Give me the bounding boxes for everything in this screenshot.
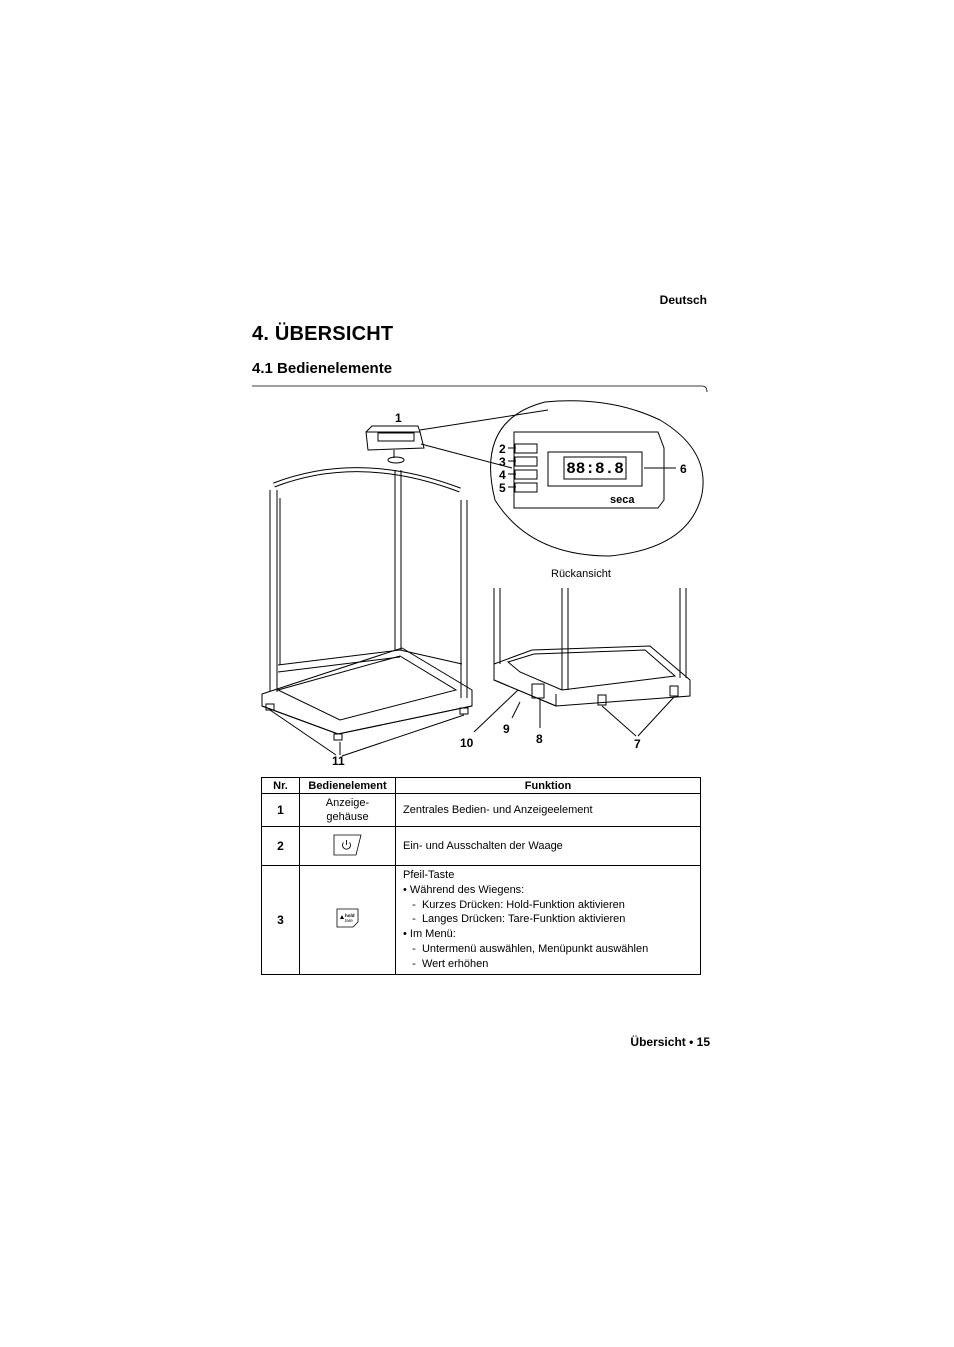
row-function: Pfeil-Taste • Während des Wiegens: - Kur… [395, 865, 701, 975]
function-line: - Langes Drücken: Tare-Funktion aktivier… [403, 913, 626, 926]
section-title: 4.1 Bedienelemente [252, 360, 393, 377]
col-header-function: Funktion [395, 777, 701, 794]
function-line: Pfeil-Taste [403, 869, 455, 881]
language-label: Deutsch [659, 293, 707, 307]
arrow-hold-tare-key-icon: hold tare [336, 908, 358, 928]
page-footer: Übersicht • 15 [630, 1035, 710, 1049]
section-rule [252, 385, 708, 393]
callout-10: 10 [460, 736, 474, 750]
zoom-bubble [490, 400, 704, 557]
callout-1: 1 [395, 411, 402, 425]
row-function: Zentrales Bedien- und Anzeigeelement [395, 793, 701, 827]
power-key-icon [333, 834, 362, 855]
callout-9: 9 [503, 722, 510, 736]
table-row: 3 hold tare Pfeil-Taste • Während des Wi… [261, 865, 701, 975]
callout-2: 2 [499, 442, 506, 456]
callout-4: 4 [499, 468, 506, 482]
row-element: Anzeige- gehäuse [299, 793, 396, 827]
row-nr: 2 [261, 826, 300, 866]
function-line: • Im Menü: [403, 928, 456, 941]
function-line: - Wert erhöhen [403, 957, 489, 970]
table-row: 1 Anzeige- gehäuse Zentrales Bedien- und… [261, 793, 701, 827]
chapter-title: 4. ÜBERSICHT [252, 323, 394, 345]
function-line: • Während des Wiegens: [403, 883, 525, 896]
col-header-nr: Nr. [261, 777, 300, 794]
function-line: Ein- und Ausschalten der Waage [403, 839, 563, 852]
row-nr: 3 [261, 865, 300, 975]
callout-7: 7 [634, 737, 641, 751]
row-function: Ein- und Ausschalten der Waage [395, 826, 701, 866]
function-line: - Untermenü auswählen, Menüpunkt auswähl… [403, 942, 649, 955]
rear-view-label: Rückansicht [551, 568, 611, 580]
function-line: - Kurzes Drücken: Hold-Funktion aktivier… [403, 898, 625, 911]
callout-6: 6 [680, 462, 687, 476]
callout-8: 8 [536, 732, 543, 746]
row-nr: 1 [261, 793, 300, 827]
table-row: 2 Ein- und Ausschalten der Waage [261, 826, 701, 866]
callout-5: 5 [499, 481, 506, 495]
row-element: hold tare [299, 865, 396, 975]
col-header-element: Bedienelement [299, 777, 396, 794]
key-text-hold: hold [345, 913, 355, 918]
row-element [299, 826, 396, 866]
display-digits: 88:8.8 [566, 460, 624, 478]
display-housing-front [365, 431, 425, 451]
key-text-tare: tare [345, 918, 353, 923]
scale-illustration: 1 2 3 4 5 6 7 8 9 10 11 88:8.8 seca [261, 400, 704, 768]
element-text: Anzeige- gehäuse [325, 797, 370, 823]
callout-11: 11 [332, 754, 345, 768]
function-line: Zentrales Bedien- und Anzeigeelement [403, 803, 593, 816]
brand-logo: seca [610, 494, 635, 506]
callout-3: 3 [499, 455, 506, 469]
controls-table: Nr. Bedienelement Funktion 1 Anzeige- ge… [261, 777, 701, 975]
